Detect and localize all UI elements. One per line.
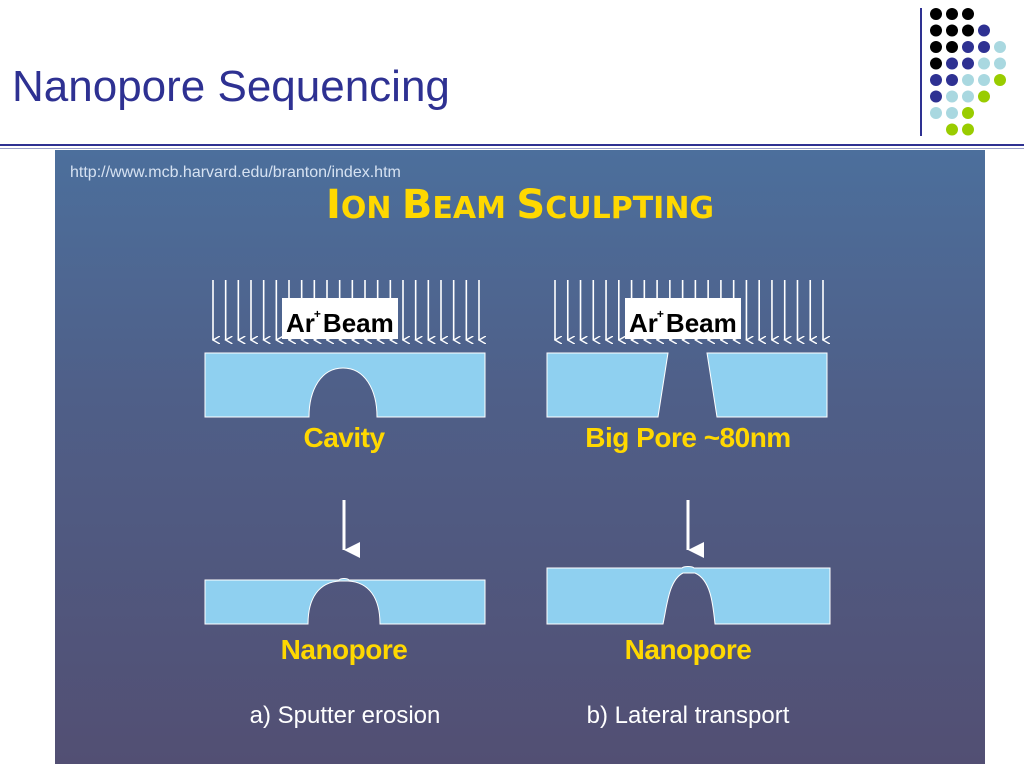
decorative-dot	[978, 90, 990, 103]
beam-label-left: Ar+Beam	[282, 298, 398, 339]
decorative-dot	[946, 8, 958, 20]
title-horizontal-rule	[0, 144, 1024, 146]
beam-word: Beam	[322, 308, 394, 338]
process-drawing	[204, 280, 831, 625]
beam-element: Ar	[629, 308, 658, 338]
decorative-dot	[962, 57, 974, 70]
decorative-dot	[930, 74, 942, 86]
decorative-dot	[946, 57, 958, 70]
decorative-dot	[946, 123, 958, 136]
decorative-dot	[994, 41, 1006, 53]
heading-rest-on: ON	[340, 191, 402, 226]
decorative-dot	[962, 41, 974, 53]
heading-initial-b: B	[401, 182, 433, 228]
title-vertical-rule	[920, 8, 922, 136]
label-nanopore-right: Nanopore	[624, 634, 752, 665]
source-url: http://www.mcb.harvard.edu/branton/index…	[70, 164, 401, 181]
decorative-dot	[994, 57, 1006, 70]
beam-word: Beam	[665, 308, 737, 338]
decorative-dot	[962, 123, 974, 136]
ion-beam-figure: http://www.mcb.harvard.edu/branton/index…	[55, 150, 985, 764]
decorative-dot	[978, 24, 990, 37]
decorative-dot	[930, 41, 942, 53]
figure-heading: ION BEAM SCULPTING	[55, 182, 985, 228]
decorative-dot	[930, 24, 942, 37]
decorative-dot	[978, 41, 990, 53]
decorative-dot	[978, 74, 990, 86]
decorative-dot	[946, 107, 958, 119]
decorative-dot	[946, 90, 958, 103]
membrane-nanopore-left	[204, 578, 486, 625]
membrane-big-pore-left	[546, 352, 669, 418]
decorative-dot	[930, 90, 942, 103]
decorative-dot	[930, 57, 942, 70]
heading-rest-culpting: CULPTING	[545, 191, 715, 226]
beam-charge: +	[313, 307, 321, 321]
decorative-dot	[930, 8, 942, 20]
decorative-dot	[962, 107, 974, 119]
label-big-pore: Big Pore ~80nm	[585, 422, 791, 453]
label-nanopore-left: Nanopore	[280, 634, 408, 665]
decorative-dot	[930, 107, 942, 119]
caption-lateral-transport: b) Lateral transport	[586, 702, 790, 729]
beam-element: Ar	[286, 308, 315, 338]
decorative-dot	[946, 41, 958, 53]
heading-initial-s: S	[516, 182, 546, 228]
decorative-dot	[962, 90, 974, 103]
heading-rest-eam: EAM	[432, 191, 517, 226]
label-cavity: Cavity	[303, 422, 385, 453]
decorative-dot	[994, 74, 1006, 86]
decorative-dot	[962, 74, 974, 86]
membrane-cavity	[204, 352, 486, 418]
heading-initial-i: I	[325, 182, 341, 228]
decorative-dot	[962, 8, 974, 20]
beam-label-right: Ar+Beam	[625, 298, 741, 339]
caption-sputter-erosion: a) Sputter erosion	[249, 702, 441, 729]
decorative-dot	[962, 24, 974, 37]
membrane-nanopore-right	[546, 566, 831, 625]
decorative-dot	[978, 57, 990, 70]
decorative-dot-grid	[930, 8, 1006, 136]
slide-title: Nanopore Sequencing	[12, 62, 450, 111]
decorative-dot	[946, 74, 958, 86]
membrane-big-pore-right	[706, 352, 828, 418]
beam-charge: +	[656, 307, 664, 321]
title-horizontal-rule-thin	[0, 148, 1024, 149]
decorative-dot	[946, 24, 958, 37]
